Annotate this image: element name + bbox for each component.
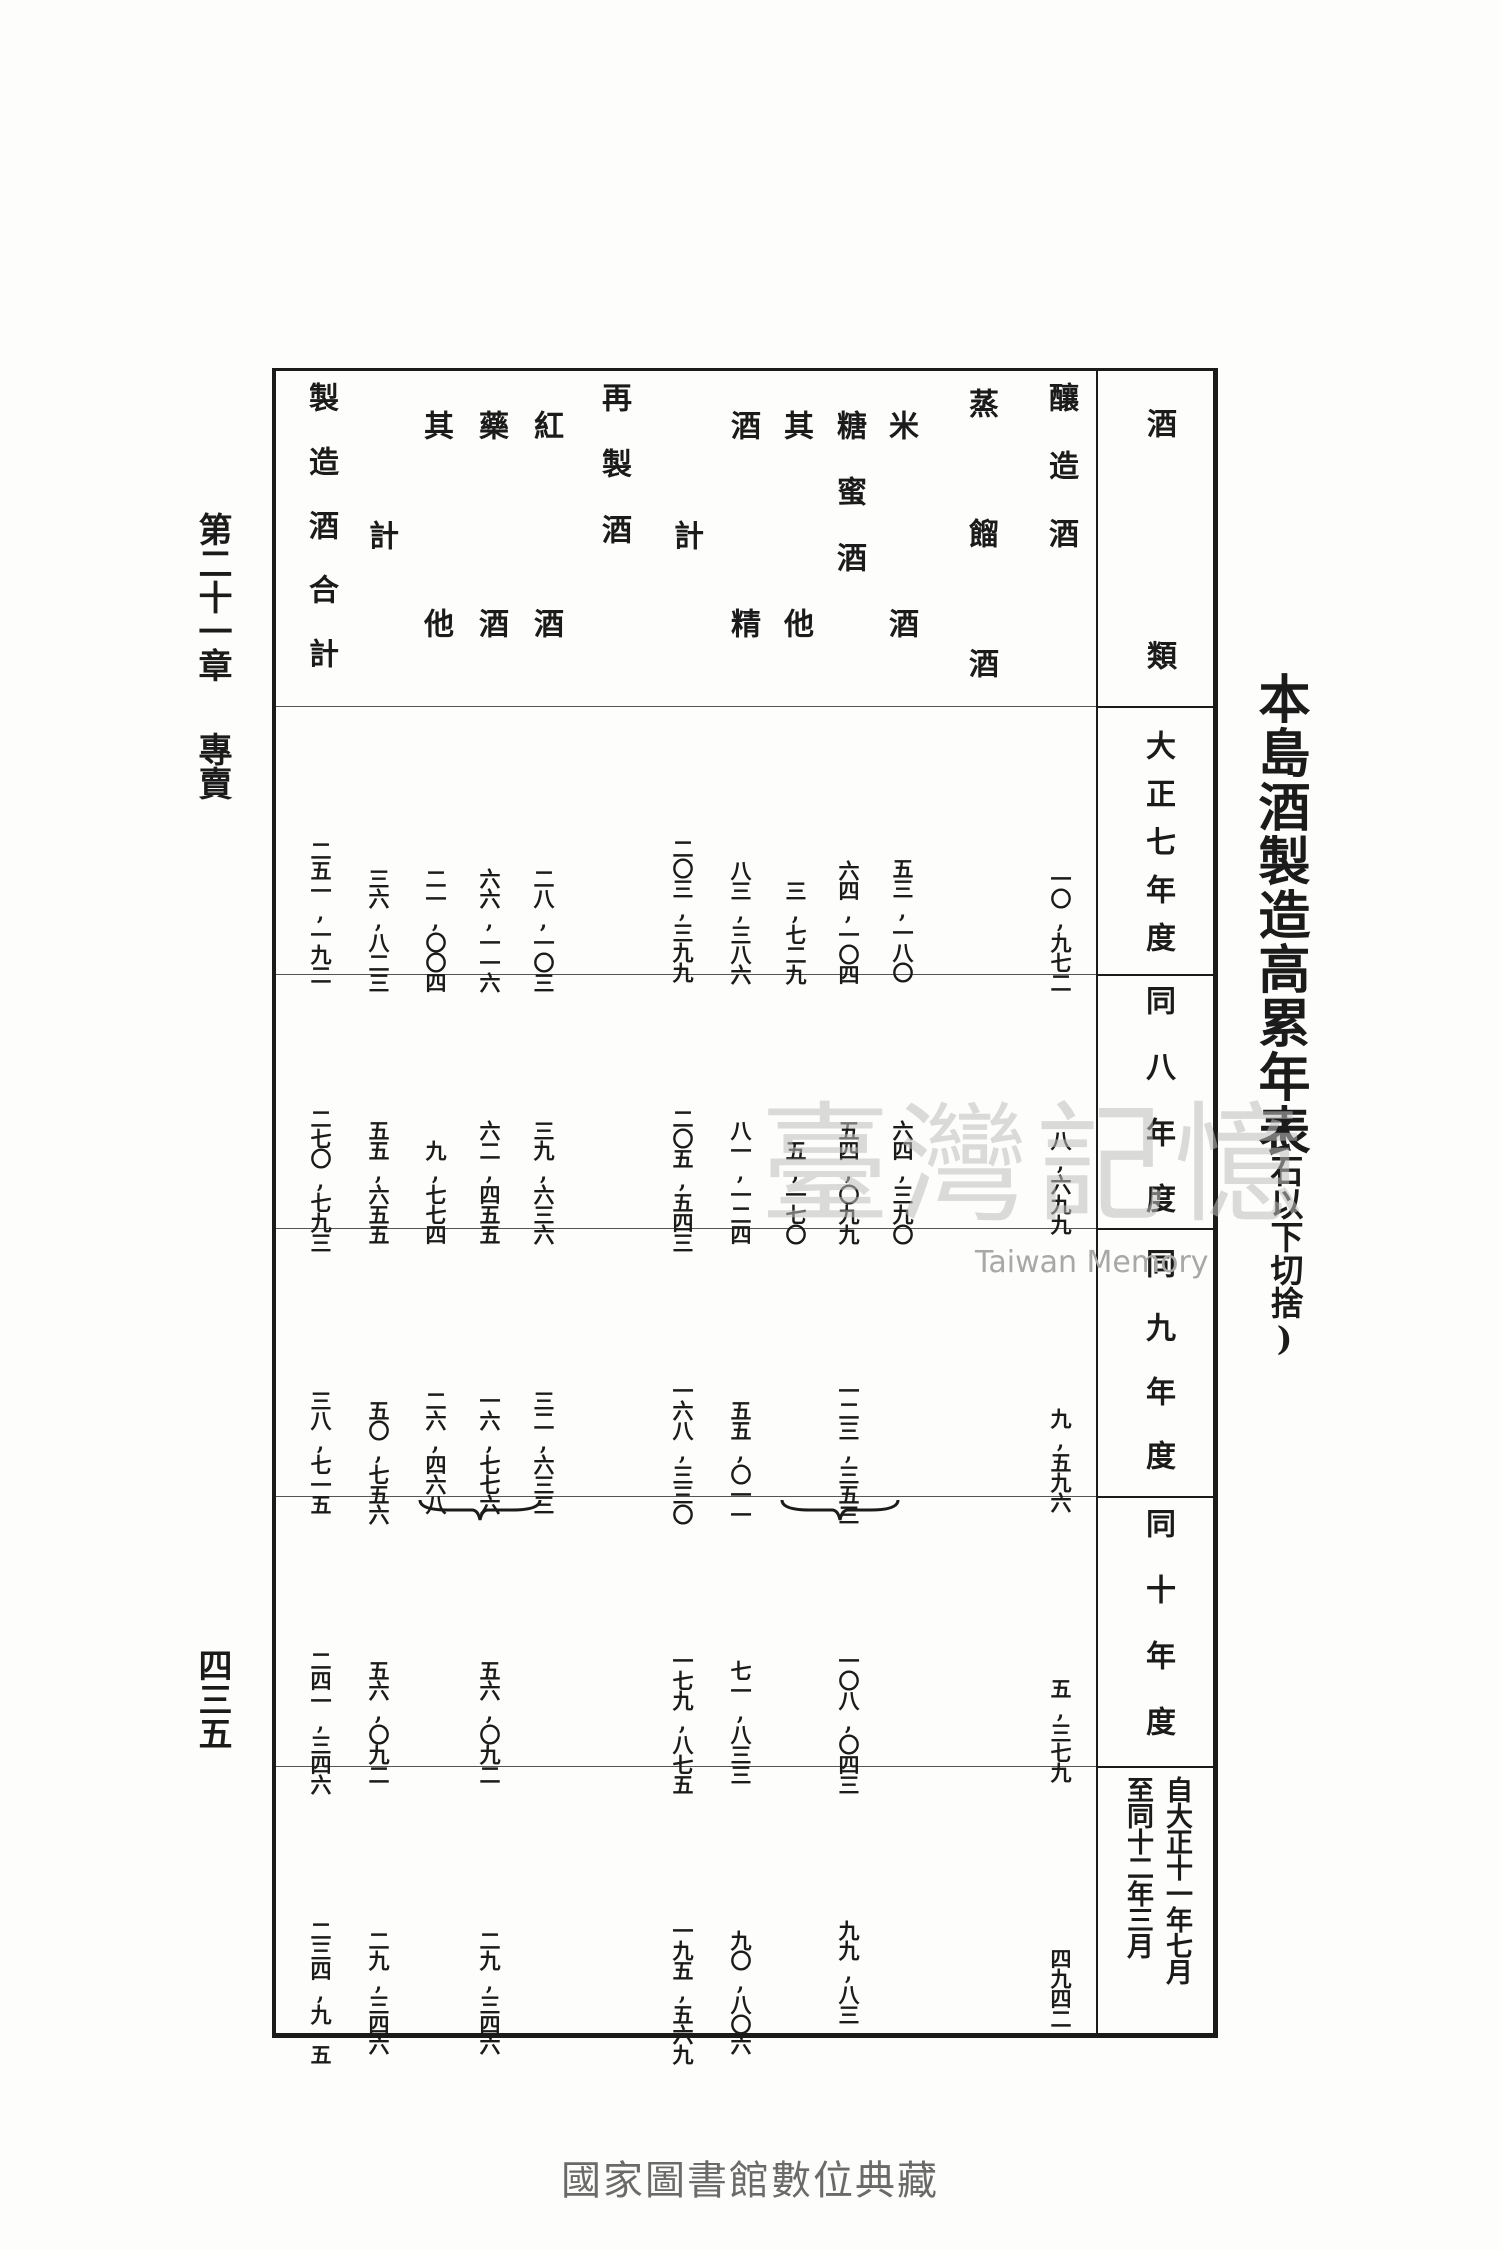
value-y3-sonota-2: 二六,四六八 [423,1390,448,1514]
value-y5-shusei: 九〇,八〇六 [728,1930,753,2054]
category-sonota-2: 其他 [418,410,453,806]
value-y5-grand-total: 二三四,九一五 [308,1920,333,2064]
year-label-3: 同九年度 [1140,1248,1175,1504]
value-y2-koushu: 三九,六三六 [531,1120,556,1244]
value-y2-jouzoushu: 八,六九九 [1048,1130,1073,1234]
value-y2-grand-total: 二七〇,七九三 [308,1108,333,1252]
header-label-bottom: 類 [1141,640,1176,670]
value-y5-jouzoushu: 四九四二 [1048,1948,1073,2028]
year-label-4: 同十年度 [1140,1508,1175,1772]
row-divider [1096,1228,1214,1230]
value-y2-sonota-2: 九,七七四 [423,1140,448,1244]
category-toumitsushu: 糖蜜酒 [831,410,866,608]
category-jouryushu: 蒸餾酒 [963,388,998,778]
watermark-text: 臺灣記憶 [760,1089,1313,1241]
value-y1-grand-total: 二五一,一九二 [308,840,333,984]
value-y3-yakushu: 一六,七七六 [477,1390,502,1514]
value-y1-koushu: 二八,一〇三 [531,868,556,992]
value-y4-total-2: 五六,〇九二 [366,1660,391,1784]
value-y1-jouzoushu: 一〇,九七二 [1048,868,1073,992]
value-y3-grand-total: 三八,七一五 [308,1390,333,1514]
year-label-1: 大正七年度 [1140,730,1175,970]
value-y4-toumitsushu: 一〇八,〇四三 [836,1650,861,1794]
row-divider [276,974,1096,975]
category-grand-total: 製造酒合計 [303,382,338,702]
value-y5-toumitsushu: 九九,八三一 [836,1920,861,2044]
page-subtitle: (石以下切捨) [1265,1115,1304,1358]
value-y2-beishu: 六四,三九〇 [890,1120,915,1244]
value-y4-jouzoushu: 五,三七九 [1048,1678,1073,1782]
value-y1-sonota-2: 二一,〇〇四 [423,868,448,992]
value-y3-koushu: 三二,六三三 [531,1390,556,1514]
value-y1-toumitsushu: 六四,一〇四 [836,860,861,984]
value-y3-total-2: 五〇,七五六 [366,1400,391,1524]
value-y1-beishu: 五三,一八〇 [890,858,915,982]
category-koushu: 紅酒 [528,410,563,806]
chapter-title: 專賣 [192,732,232,800]
category-jouzoushu: 釀造酒 [1043,382,1078,586]
row-divider [276,706,1096,707]
value-y5-yakushu: 二九,三四六 [477,1930,502,2054]
header-label-top: 酒 [1141,408,1176,438]
value-y4-grand-total: 二四一,三四六 [308,1650,333,1794]
value-y3-toumitsushu: 一二三,三五三 [836,1380,861,1524]
row-divider [1096,1766,1214,1768]
value-y2-shusei: 八一,一二四 [728,1120,753,1244]
brace-merged-cells-2 [418,1499,542,1521]
brace-merged-cells-1 [780,1499,900,1521]
category-shusei: 酒精 [725,410,760,806]
value-y1-yakushu: 六六,一一六 [477,868,502,992]
chapter-heading: 第二十一章專賣 [192,512,232,800]
row-divider [276,1496,1096,1497]
year-label-5-line1: 自大正十一年七月 [1161,1776,1192,1984]
value-y3-shusei: 五五,〇一一 [728,1400,753,1524]
footer-caption: 國家圖書館數位典藏 [561,2158,939,2204]
page-title: 本島酒製造高累年表 [1249,672,1310,1158]
row-divider [1096,974,1214,976]
value-y1-sonota-1: 三,七二九 [783,880,808,984]
value-y1-total-1: 二〇三,三九九 [670,838,695,982]
category-total-1: 計 [668,520,703,550]
chapter-number: 第二十一章 [192,512,232,682]
category-total-2: 計 [363,520,398,550]
value-y3-jouzoushu: 九,五九六 [1048,1408,1073,1512]
value-y2-sonota-1: 五,一七〇 [783,1140,808,1244]
value-y2-total-2: 五五,六五五 [366,1120,391,1244]
category-saiseishu: 再製酒 [596,382,631,580]
value-y2-toumitsushu: 五四,〇九九 [836,1120,861,1244]
value-y4-shusei: 七一,八三三 [728,1660,753,1784]
category-beishu: 米酒 [883,410,918,806]
page-number: 四三五 [192,1648,232,1750]
value-y2-total-1: 二〇五,五四三 [670,1108,695,1252]
category-sonota-1: 其他 [778,410,813,806]
value-y1-total-2: 三六,八二三 [366,868,391,992]
statistics-table [272,368,1218,2038]
watermark-english: Taiwan Memory [975,1245,1209,1280]
value-y5-total-1: 一九五,五六九 [670,1920,695,2064]
value-y2-yakushu: 六二,四五五 [477,1120,502,1244]
row-divider [276,1228,1096,1229]
value-y1-shusei: 八三,三八六 [728,860,753,984]
value-y5-total-2: 二九,三四六 [366,1930,391,2054]
category-yakushu: 藥酒 [473,410,508,806]
value-y3-total-1: 一六八,三三〇 [670,1380,695,1524]
row-divider [276,1766,1096,1767]
value-y4-yakushu: 五六,〇九二 [477,1660,502,1784]
header-divider [1096,370,1098,2035]
row-divider [1096,1496,1214,1498]
row-divider [1096,706,1214,708]
year-label-5-line2: 至同十二年三月 [1122,1776,1153,1958]
value-y4-total-1: 一七九,八七五 [670,1650,695,1794]
year-label-2: 同八年度 [1140,985,1175,1249]
